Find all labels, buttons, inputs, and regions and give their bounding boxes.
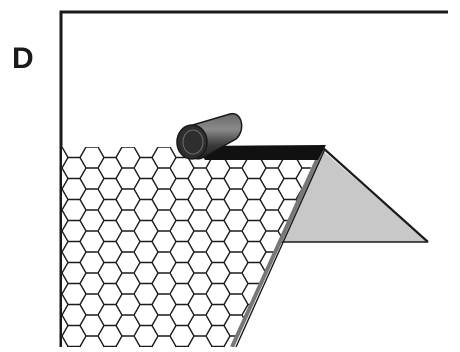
gable-edge <box>321 146 429 243</box>
frame-border <box>59 10 448 347</box>
roof-rake-edge-outline <box>235 148 326 348</box>
gable-end <box>280 150 428 242</box>
panel-label: D <box>12 42 34 75</box>
roof-rake-edge <box>230 148 324 348</box>
membrane-strip <box>196 145 326 160</box>
roof-shingles <box>62 147 320 347</box>
membrane-roll <box>176 113 243 160</box>
